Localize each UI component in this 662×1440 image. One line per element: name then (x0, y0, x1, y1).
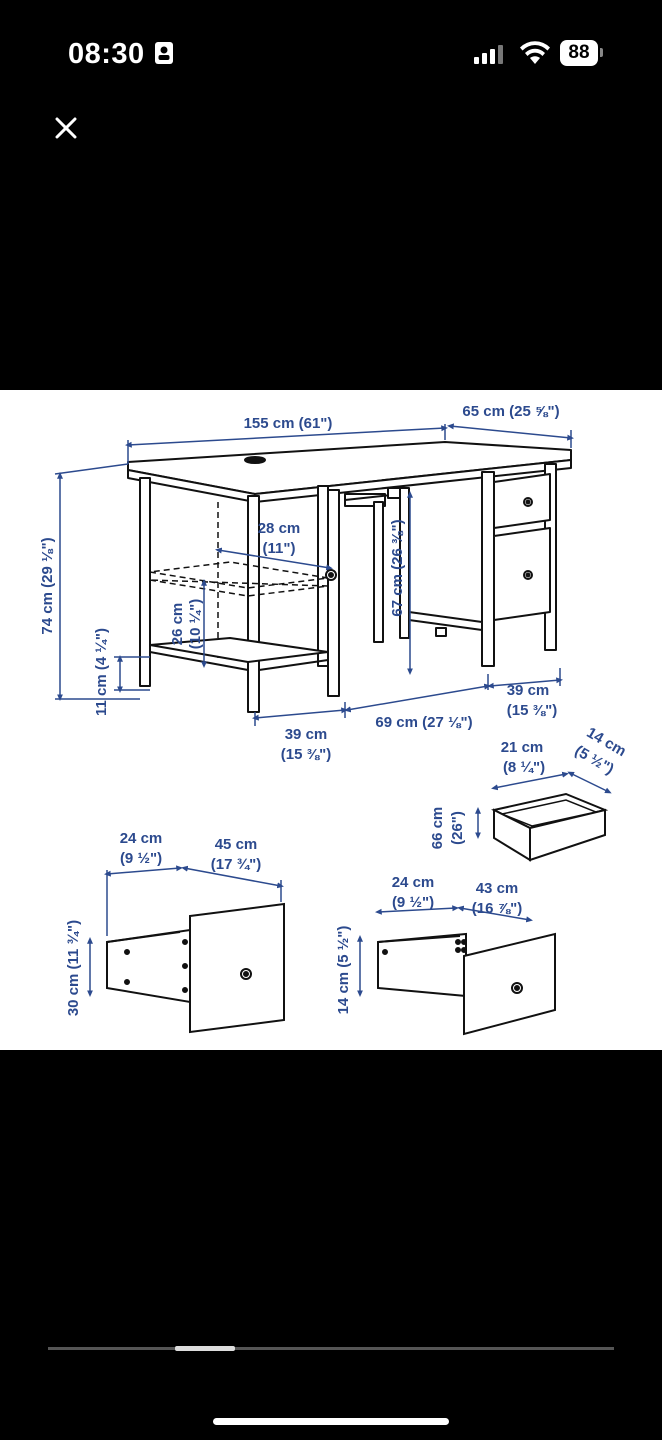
label-shelf-height-in: (10 ¼") (187, 599, 204, 649)
label-pullout-depth-cm: 21 cm (501, 739, 544, 756)
battery-cap (600, 48, 603, 57)
label-big-drawer-h: 30 cm (11 ¾") (65, 920, 82, 1016)
id-card-icon (155, 42, 173, 64)
small-drawer-drawing (377, 932, 556, 1036)
label-small-drawer-d-cm: 43 cm (476, 880, 519, 897)
label-middle-width: 69 cm (27 ⅛") (375, 714, 472, 731)
media-scrubber-thumb[interactable] (175, 1346, 235, 1351)
dimension-labels: 155 cm (61") 65 cm (25 ⅝") 74 cm (29 ⅛")… (39, 403, 629, 1016)
label-height-total: 74 cm (29 ⅛") (39, 537, 56, 634)
label-pullout-depth-in: (8 ¼") (503, 759, 545, 776)
label-pullout-width-cm: 66 cm (429, 807, 446, 850)
home-indicator[interactable] (213, 1418, 449, 1425)
pullout-drawing (491, 792, 609, 862)
product-dimension-image[interactable]: 155 cm (61") 65 cm (25 ⅝") 74 cm (29 ⅛")… (0, 390, 662, 1050)
battery-indicator: 88 (560, 40, 598, 66)
label-small-drawer-w-cm: 24 cm (392, 874, 435, 891)
big-drawer-drawing (106, 902, 285, 1034)
label-small-drawer-h: 14 cm (5 ½") (335, 926, 352, 1015)
label-knee-height: 67 cm (26 ⅜") (389, 519, 406, 616)
battery-level: 88 (568, 42, 590, 63)
label-small-drawer-d-in: (16 ⅞") (472, 900, 522, 917)
label-shelf-height-cm: 26 cm (169, 603, 186, 646)
status-bar: 08:30 88 (0, 0, 662, 100)
label-shelf-depth-cm: 28 cm (258, 520, 301, 537)
media-scrubber-track[interactable] (48, 1347, 614, 1350)
label-left-width-cm: 39 cm (285, 726, 328, 743)
label-width-total: 155 cm (61") (244, 415, 333, 432)
label-pullout-width-in: (26") (449, 811, 466, 845)
label-right-width-cm: 39 cm (507, 682, 550, 699)
label-big-drawer-d-cm: 45 cm (215, 836, 258, 853)
wifi-icon (520, 41, 550, 64)
label-leg-clearance: 11 cm (4 ¼") (93, 628, 110, 716)
close-icon[interactable] (50, 112, 82, 144)
desk-drawing (127, 441, 572, 713)
label-big-drawer-w-in: (9 ½") (120, 850, 162, 867)
dimension-lines (54, 423, 574, 726)
desk-dimension-diagram: 155 cm (61") 65 cm (25 ⅝") 74 cm (29 ⅛")… (39, 403, 629, 1036)
status-time: 08:30 (68, 38, 145, 70)
label-shelf-depth-in: (11") (263, 540, 296, 557)
label-big-drawer-w-cm: 24 cm (120, 830, 163, 847)
label-big-drawer-d-in: (17 ¾") (211, 856, 261, 873)
label-left-width-in: (15 ⅜") (281, 746, 331, 763)
label-depth-total: 65 cm (25 ⅝") (462, 403, 559, 420)
label-right-width-in: (15 ⅜") (507, 702, 557, 719)
cellular-signal-icon (474, 45, 503, 64)
label-small-drawer-w-in: (9 ½") (392, 894, 434, 911)
